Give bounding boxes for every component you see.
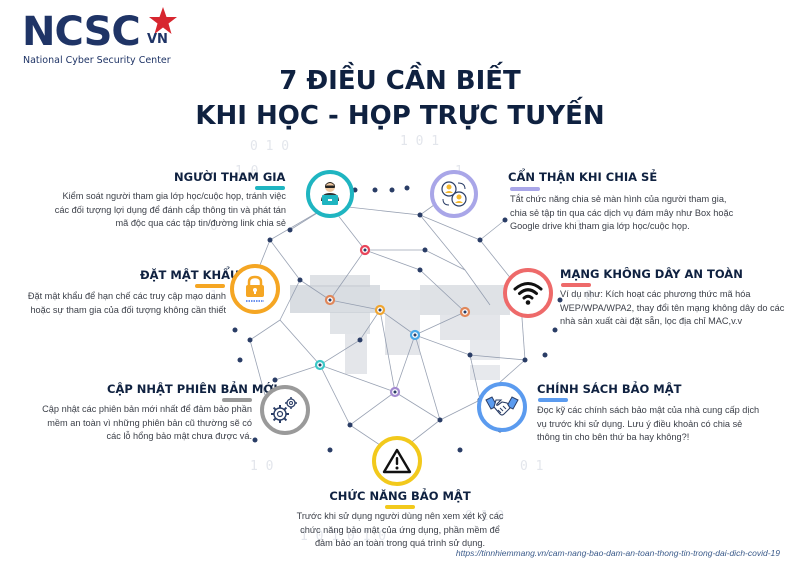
item-underline (255, 186, 285, 190)
padlock-icon (246, 275, 264, 302)
world-map (290, 275, 510, 380)
item-desc-nguoi-tham-gia: Kiểm soát người tham gia lớp học/cuộc họ… (54, 191, 286, 228)
item-underline (195, 284, 225, 288)
item-icon-ring-mang-khong-day (503, 268, 553, 318)
item-desc-chuc-nang-bao-mat: Trước khi sử dụng người dùng nên xem xét… (296, 511, 504, 548)
item-title-chuc-nang-bao-mat: CHỨC NĂNG BẢO MẬT (329, 489, 471, 503)
item-icon-ring-chuc-nang-bao-mat (372, 436, 422, 486)
ncsc-logo: NCSC VN National Cyber Security Center (20, 7, 190, 70)
binary-ring-decoration: 0 1 0 1 0 1 1 1 0 0 1 1 0 1 0 0 1 1 0 1 … (210, 134, 593, 544)
item-desc-mang-khong-day: Ví dụ như: Kích hoạt các phương thức mã … (560, 289, 785, 326)
svg-text:1 0 1: 1 0 1 (400, 134, 439, 149)
gears-icon (271, 397, 297, 423)
item-desc-chinh-sach-bao-mat: Đọc kỹ các chính sách bảo mật của nhà cu… (537, 405, 760, 442)
hacker-laptop-icon (321, 182, 339, 205)
wifi-icon (513, 282, 543, 305)
item-icon-ring-dat-mat-khau (230, 264, 280, 314)
star-icon (149, 7, 177, 34)
item-underline (561, 283, 591, 287)
warning-icon (382, 448, 412, 474)
page-title-line2: KHI HỌC - HỌP TRỰC TUYẾN (195, 101, 605, 131)
svg-text:1: 1 (575, 219, 583, 234)
svg-text:1 0 1 0 1 0: 1 0 1 0 1 0 (300, 529, 386, 544)
item-desc-dat-mat-khau: Đặt mật khẩu để hạn chế các truy cập mạo… (27, 291, 226, 315)
item-title-chinh-sach-bao-mat: CHÍNH SÁCH BẢO MẬT (537, 382, 682, 396)
item-desc-can-than-khi-chia-se: Tắt chức năng chia sẻ màn hình của người… (510, 194, 734, 231)
item-desc-cap-nhat-phien-ban: Cập nhật các phiên bản mới nhất để đảm b… (42, 404, 252, 441)
item-underline (510, 187, 540, 191)
item-icon-ring-can-than-khi-chia-se (430, 170, 478, 218)
item-title-cap-nhat-phien-ban: CẬP NHẬT PHIÊN BẢN MỚI (107, 382, 278, 396)
svg-text:0 1: 0 1 (520, 459, 543, 474)
svg-text:1: 1 (210, 289, 218, 304)
handshake-icon (485, 396, 519, 416)
svg-text:0: 0 (585, 289, 593, 304)
svg-text:1 0: 1 0 (250, 459, 273, 474)
logo-suffix: VN (147, 32, 168, 47)
source-link[interactable]: https://tinnhiemmang.vn/cam-nang-bao-dam… (455, 548, 780, 558)
page-title-line1: 7 ĐIỀU CẦN BIẾT (279, 66, 521, 96)
logo-subtitle: National Cyber Security Center (23, 55, 171, 66)
item-title-can-than-khi-chia-se: CẨN THẬN KHI CHIA SẺ (508, 170, 658, 184)
logo-wordmark: NCSC (22, 9, 141, 55)
svg-text:0 1 0: 0 1 0 (465, 509, 504, 524)
item-underline (222, 398, 252, 402)
item-underline (385, 505, 415, 509)
item-title-nguoi-tham-gia: NGƯỜI THAM GIA (174, 170, 286, 184)
item-icon-ring-nguoi-tham-gia (306, 170, 354, 218)
svg-text:0: 0 (210, 219, 218, 234)
svg-text:0 1 0: 0 1 0 (250, 139, 289, 154)
item-icon-ring-cap-nhat-phien-ban (260, 385, 310, 435)
item-title-mang-khong-day: MẠNG KHÔNG DÂY AN TOÀN (560, 267, 743, 281)
share-users-icon (441, 181, 467, 207)
item-title-dat-mat-khau: ĐẶT MẬT KHẨU (140, 268, 240, 282)
item-underline (538, 398, 568, 402)
item-icon-ring-chinh-sach-bao-mat (477, 382, 527, 432)
svg-text:1 0: 1 0 (235, 164, 258, 179)
